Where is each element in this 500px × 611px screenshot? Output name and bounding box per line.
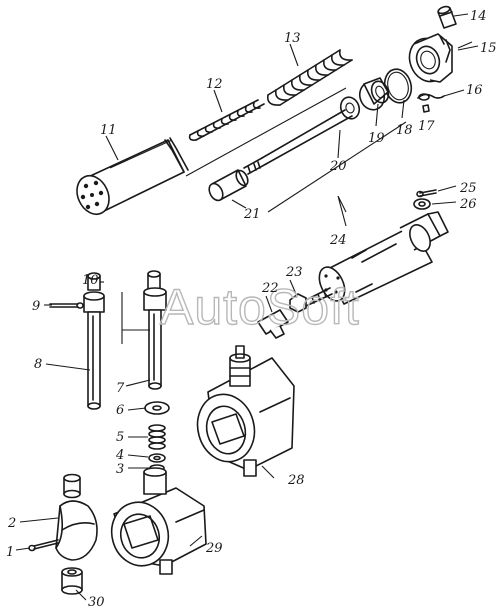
callout-24: 24: [329, 233, 347, 248]
part-12-small-spring: [188, 99, 265, 141]
callout-18: 18: [396, 123, 413, 138]
part-29-lower-body: [110, 467, 207, 575]
part-5-spring: [148, 424, 166, 450]
part-15-housing: [408, 33, 473, 83]
callout-2: 2: [7, 516, 16, 531]
part-7-rod-assembly: [121, 270, 167, 390]
part-11-perforated-tube: [76, 137, 189, 216]
callout-labels: 11 12 13 14 15 16 17 18 19 20 21 25 26 2…: [6, 9, 497, 610]
part-9-pin: [49, 302, 84, 309]
callout-26: 26: [459, 197, 477, 212]
part-16-clip: [417, 89, 465, 101]
part-cap-upper: [63, 473, 81, 499]
callout-14: 14: [470, 9, 487, 24]
part-13-large-spring: [266, 49, 353, 106]
callout-29: 29: [205, 541, 223, 556]
part-19-bushing: [358, 77, 390, 127]
part-24-cylinder-assembly: [318, 211, 449, 305]
part-25-split-pin: [416, 185, 457, 198]
callout-4: 4: [115, 448, 124, 463]
callout-13: 13: [284, 31, 301, 46]
callout-25: 25: [459, 181, 477, 196]
part-30-nut: [61, 567, 83, 595]
part-6-washer: [144, 401, 170, 415]
part-10-cap-left: [87, 272, 104, 291]
callout-10: 10: [82, 273, 99, 288]
callout-1: 1: [6, 545, 14, 560]
watermark-text: AutoSoft: [160, 279, 360, 335]
callout-30: 30: [88, 595, 105, 610]
part-22-bracket: [257, 295, 289, 339]
part-14-pin: [437, 5, 457, 29]
callout-23: 23: [285, 265, 303, 280]
callout-21: 21: [243, 207, 261, 222]
callout-17: 17: [418, 119, 435, 134]
part-1-pin: [28, 539, 59, 552]
callout-3: 3: [116, 462, 124, 477]
callout-7: 7: [116, 381, 125, 396]
callout-11: 11: [100, 123, 117, 138]
callout-9: 9: [32, 299, 40, 314]
leader-lines: [15, 13, 479, 601]
part-21-sleeve: [208, 169, 249, 209]
part-26-washer: [413, 198, 457, 210]
part-8-rod: [83, 291, 105, 410]
group-bracket-lines: [185, 87, 407, 227]
callout-5: 5: [116, 430, 124, 445]
part-23-nut-bolt: [289, 279, 333, 313]
callout-6: 6: [116, 403, 124, 418]
callout-16: 16: [466, 83, 483, 98]
callout-19: 19: [368, 131, 385, 146]
part-4-washer: [148, 453, 166, 463]
callout-22: 22: [261, 281, 279, 296]
callout-12: 12: [206, 77, 223, 92]
part-17-tiny-bolt: [422, 104, 430, 113]
callout-20: 20: [329, 159, 347, 174]
callout-8: 8: [34, 357, 42, 372]
part-2-half-disc: [55, 500, 98, 561]
callout-15: 15: [480, 41, 497, 56]
part-20-stem: [243, 96, 361, 175]
part-28-upper-body: [196, 345, 295, 477]
callout-28: 28: [287, 473, 305, 488]
